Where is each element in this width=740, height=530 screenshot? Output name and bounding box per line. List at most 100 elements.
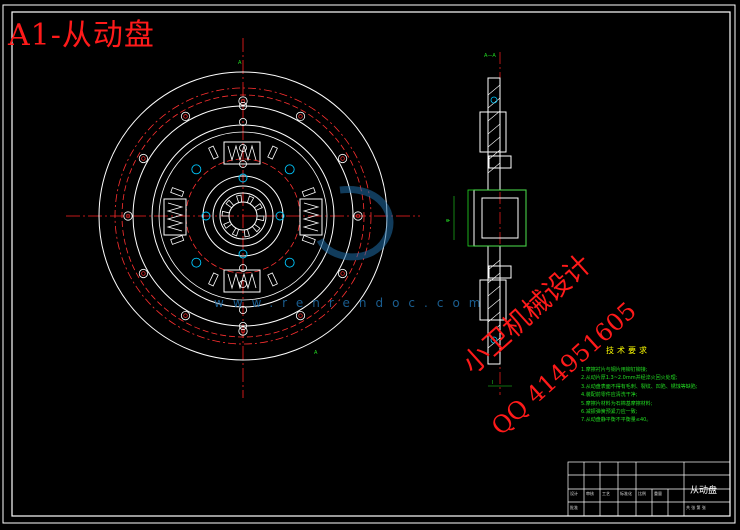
spline-tooth <box>235 194 243 203</box>
spring-section-upper <box>488 155 512 169</box>
tech-item: 5.摩擦片材料为石棉基摩擦材料; <box>581 400 653 407</box>
watermark-logo <box>316 185 394 261</box>
steel-plate <box>479 111 507 153</box>
hub-outer <box>202 175 284 257</box>
rivet <box>238 326 248 336</box>
stop-pin <box>284 257 295 268</box>
tb-label: 共 张 第 张 <box>686 505 706 510</box>
tb-label: 审核 <box>586 491 594 496</box>
damper-spring-right <box>299 198 323 236</box>
rivet-center <box>183 114 188 119</box>
rivet <box>238 118 247 127</box>
stop-pins <box>191 164 295 268</box>
rivet <box>238 321 247 330</box>
tech-requirements-list: 1.摩擦衬片与钢片用铆钉铆接; 2.从动片厚1.3~2.0mm并经淬火回火处理;… <box>581 366 697 425</box>
spline-tooth <box>246 195 255 205</box>
hub-dimension-text: φ <box>445 218 451 222</box>
spline-tooth <box>221 210 230 217</box>
stop-pin <box>191 257 202 268</box>
spline-tooth <box>251 223 261 233</box>
window-slot <box>170 187 185 197</box>
rivet <box>295 310 306 321</box>
window-slots <box>170 145 316 287</box>
damper-circle <box>158 131 328 301</box>
tb-label: 设计 <box>570 491 578 496</box>
rivet <box>295 111 306 122</box>
tech-item: 6.减振弹簧预紧力应一致; <box>581 409 638 416</box>
spline-tooth <box>254 203 263 211</box>
stop-pin <box>201 211 211 221</box>
rivet-center <box>125 213 131 219</box>
rivet <box>123 211 133 221</box>
rivet-center <box>355 213 361 219</box>
inner-frame <box>11 11 731 517</box>
tb-label: 工艺 <box>602 491 610 496</box>
rivet-center <box>298 114 303 119</box>
window-slot <box>170 235 185 245</box>
tb-label: 重量 <box>654 491 662 496</box>
stop-pin <box>275 211 285 221</box>
tb-label: 批准 <box>570 505 578 510</box>
tech-item: 4.装配前零件应清洗干净; <box>581 392 638 399</box>
stop-pin <box>238 249 248 259</box>
tech-item: 3.从动盘表面不得有毛刺、裂纹、凹陷、锈蚀等缺陷; <box>581 383 698 390</box>
title-block-part-name: 从动盘 <box>690 486 718 496</box>
rivet <box>239 144 247 152</box>
tb-label: 标准化 <box>620 491 632 496</box>
rivet-section-1 <box>490 96 498 104</box>
spline-outer <box>219 192 267 240</box>
hub-bore <box>481 197 519 239</box>
section-view: A—A φ l <box>445 52 527 395</box>
spline-teeth <box>221 194 265 238</box>
watermark-site: www.renrendoc.com <box>214 296 490 310</box>
spline-bore <box>228 201 258 231</box>
section-marker-bottom: A <box>314 350 318 356</box>
spring-section-lower <box>488 265 512 279</box>
stop-pin <box>191 164 202 175</box>
window-slot <box>301 235 316 245</box>
width-dimension-text: l <box>492 380 493 386</box>
tech-requirements-title: 技术要求 <box>606 346 650 355</box>
friction-disc-inner-red <box>121 94 365 338</box>
rivet <box>180 111 191 122</box>
steel-plate-lower <box>479 279 507 321</box>
friction-disc-boundary <box>151 124 335 308</box>
window-slot <box>301 187 316 197</box>
window-slot <box>208 272 219 287</box>
rivet-center <box>141 271 146 276</box>
section-marker-top: A <box>238 60 242 66</box>
drawing-title: A1-从动盘 <box>8 18 155 53</box>
rivet-center <box>141 156 146 161</box>
rivet-center <box>298 313 303 318</box>
rivet-center <box>183 313 188 318</box>
tb-label: 比例 <box>638 491 646 496</box>
rivet-group <box>123 96 363 336</box>
rivet-pitch-circle <box>114 87 372 345</box>
section-label: A—A <box>484 53 496 59</box>
rivet-section-2 <box>490 336 498 344</box>
hub-dimension-box <box>467 189 527 247</box>
lining-hatch-top <box>487 84 501 174</box>
rivet <box>180 310 191 321</box>
rivet <box>353 211 363 221</box>
hub-flange <box>212 185 274 247</box>
rivet <box>138 153 149 164</box>
rivet <box>337 153 348 164</box>
front-view: A A <box>66 38 420 398</box>
damper-spring-left <box>163 198 187 236</box>
tech-item: 2.从动片厚1.3~2.0mm并经淬火回火处理; <box>581 375 678 382</box>
rivet <box>337 268 348 279</box>
friction-disc-inner <box>132 105 354 327</box>
window-slot <box>208 145 219 160</box>
rivet-center <box>340 156 345 161</box>
rivet <box>239 264 247 272</box>
spline-tooth <box>223 221 232 229</box>
rivet <box>238 305 247 314</box>
friction-lining-top <box>487 77 501 191</box>
drawing-border <box>2 4 736 524</box>
rivet <box>238 102 247 111</box>
stop-pin <box>284 164 295 175</box>
title-block <box>567 461 731 517</box>
spline-tooth <box>225 199 235 209</box>
